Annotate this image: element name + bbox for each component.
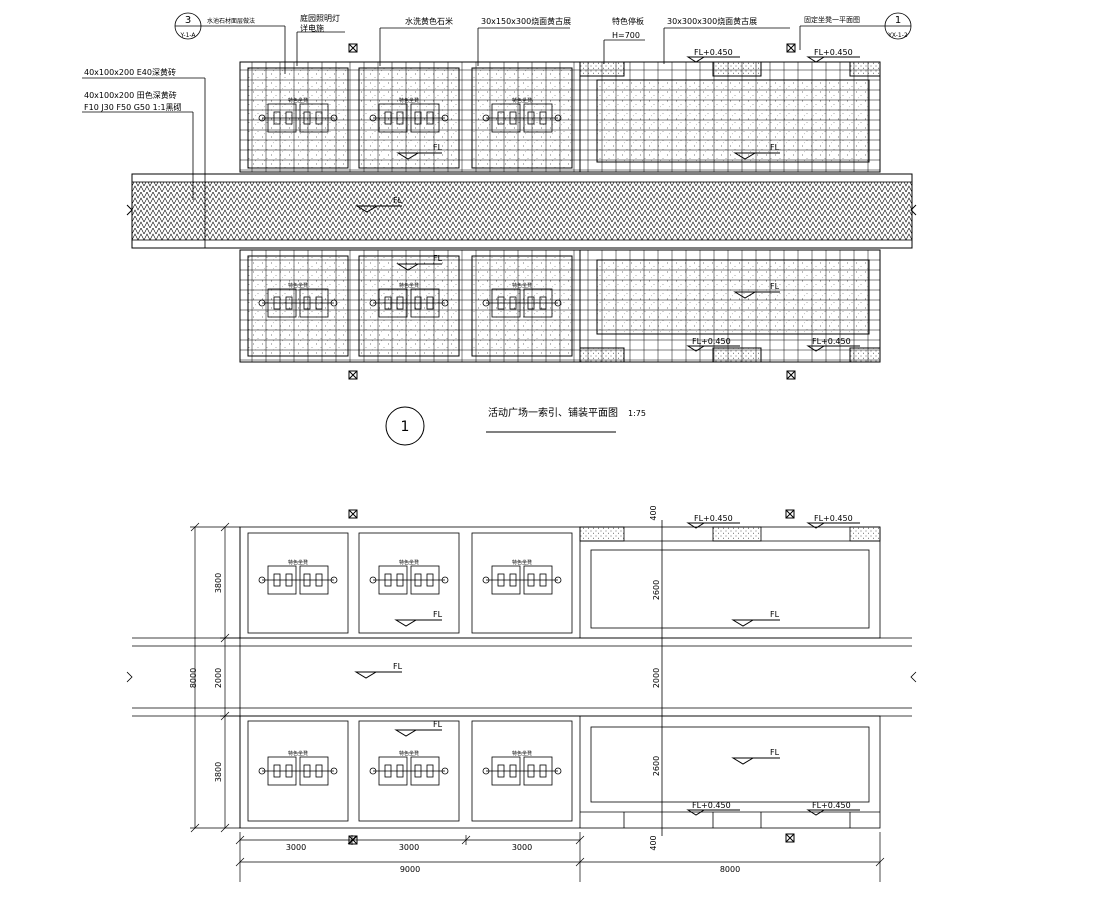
fl-level-label: FL+0.450 (812, 337, 851, 346)
index-mark-ref: Y-1-A (179, 32, 196, 39)
bench-label: 特色坐凳 (512, 97, 532, 104)
lower-fl-markers: FL FL FL FL FL FL+0.450 FL+0.450 FL+0.45… (354, 514, 860, 816)
upper-fl-markers: FL FL FL FL FL FL+0.450 FL+0.450 FL+0.45… (355, 48, 860, 352)
dim-pool-depth: 2600 (652, 580, 661, 600)
dim-module-height: 3800 (214, 573, 223, 593)
index-mark-ref: YX-1-2 (887, 32, 908, 39)
dim-right-total: 8000 (720, 865, 740, 874)
callout-texts: 3 Y-1-A 1 YX-1-2 水池石材面层做法 庭园照明灯 详电施 水洗黄色… (84, 13, 908, 112)
fl-label: FL (433, 143, 443, 152)
bench-label: 特色坐凳 (399, 559, 419, 566)
fl-level-label: FL+0.450 (814, 514, 853, 523)
bench-label: 特色坐凳 (288, 559, 308, 566)
callout-text: 30x150x300烧面黄古展 (481, 16, 571, 26)
bench-label: 特色坐凳 (399, 750, 419, 757)
callout-text: 详电施 (300, 23, 324, 33)
fl-label: FL (393, 662, 403, 671)
fl-level-label: FL+0.450 (812, 801, 851, 810)
fl-label: FL (770, 610, 780, 619)
dim-edge: 400 (649, 835, 658, 850)
drawing-number: 1 (401, 419, 410, 435)
drawing-scale: 1:75 (628, 409, 646, 418)
bench-label: 特色坐凳 (288, 282, 308, 289)
bench-label: 特色坐凳 (288, 750, 308, 757)
bench-label: 特色坐凳 (512, 559, 532, 566)
bench-label: 特色坐凳 (512, 282, 532, 289)
callout-text: 30x300x300烧面黄古展 (667, 16, 757, 26)
bench-symbol: 特色坐凳 (482, 750, 562, 786)
drawing-title-block: 1 活动广场一索引、铺装平面图 1:75 (385, 406, 646, 446)
fl-level-label: FL+0.450 (694, 514, 733, 523)
bench-symbol: 特色坐凳 (258, 97, 338, 133)
upper-bottom-module-cells (239, 249, 581, 363)
fl-label: FL (770, 143, 780, 152)
callout-text: 庭园照明灯 (300, 13, 340, 23)
bench-symbol: 特色坐凳 (369, 750, 449, 786)
callout-text: 水池石材面层做法 (207, 17, 255, 25)
bench-symbol: 特色坐凳 (258, 750, 338, 786)
lamp-symbols-upper (348, 43, 796, 380)
bench-symbol: 特色坐凳 (369, 282, 449, 318)
fl-label: FL (393, 196, 403, 205)
index-mark-number: 1 (895, 15, 901, 26)
fl-label: FL (770, 748, 780, 757)
callout-text: 40x100x200 田色深黄砖 (84, 90, 177, 100)
upper-pool-bottom (579, 249, 881, 363)
bench-label: 特色坐凳 (399, 97, 419, 104)
bench-symbol: 特色坐凳 (258, 559, 338, 595)
bench-symbol: 特色坐凳 (482, 282, 562, 318)
dimension-lines (190, 522, 885, 882)
dim-pool-depth: 2600 (652, 756, 661, 776)
fl-level-label: FL+0.450 (694, 48, 733, 57)
callout-text: H=700 (612, 31, 640, 40)
lower-plan (126, 520, 917, 836)
bench-symbol: 特色坐凳 (369, 559, 449, 595)
drawing-title: 活动广场一索引、铺装平面图 (488, 406, 618, 419)
dim-path-width: 2000 (652, 668, 661, 688)
fl-label: FL (433, 610, 443, 619)
fl-label: FL (770, 282, 780, 291)
upper-top-module-cells (239, 61, 581, 173)
callout-text: 特色停板 (612, 16, 644, 26)
fl-label: FL (433, 254, 443, 263)
fl-level-label: FL+0.450 (692, 801, 731, 810)
dim-cell-width: 3000 (286, 843, 306, 852)
dim-path-width: 2000 (214, 668, 223, 688)
dimension-texts: 8000 3800 2000 3800 2600 2000 2600 400 4… (189, 505, 740, 874)
dim-cell-width: 3000 (512, 843, 532, 852)
upper-herringbone-path (126, 173, 917, 249)
bench-symbol: 特色坐凳 (258, 282, 338, 318)
dim-left-total: 9000 (400, 865, 420, 874)
bench-label: 特色坐凳 (512, 750, 532, 757)
callout-text: 固定坐凳一平面图 (804, 15, 860, 24)
bench-label: 特色坐凳 (288, 97, 308, 104)
dim-edge: 400 (649, 505, 658, 520)
callout-text: F10 J30 F50 G50 1:1黑砌 (84, 103, 182, 112)
bench-symbol: 特色坐凳 (369, 97, 449, 133)
fl-level-label: FL+0.450 (692, 337, 731, 346)
dim-module-height: 3800 (214, 762, 223, 782)
callout-text: 水洗黄色石米 (405, 16, 453, 26)
fl-label: FL (433, 720, 443, 729)
callout-leaders (82, 12, 912, 248)
upper-pool-top (579, 61, 881, 173)
bench-symbol: 特色坐凳 (482, 97, 562, 133)
index-mark-number: 3 (185, 15, 191, 26)
dim-overall-height: 8000 (189, 668, 198, 688)
bench-label: 特色坐凳 (399, 282, 419, 289)
fl-level-label: FL+0.450 (814, 48, 853, 57)
dim-cell-width: 3000 (399, 843, 419, 852)
bench-symbol: 特色坐凳 (482, 559, 562, 595)
callout-text: 40x100x200 E40深黄砖 (84, 67, 176, 77)
